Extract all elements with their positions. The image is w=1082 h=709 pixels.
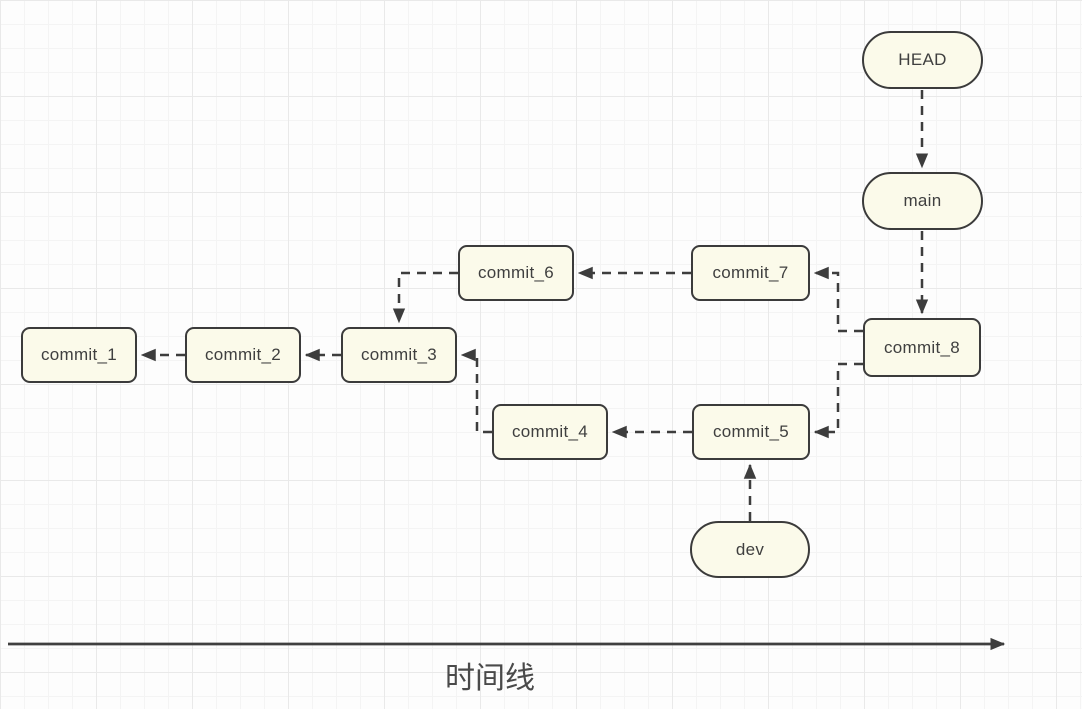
edge-commit8-to-commit5: [813, 362, 863, 439]
node-commit-5-label: commit_5: [712, 422, 790, 441]
node-head: HEAD: [862, 31, 983, 89]
node-commit-8-label: commit_8: [883, 337, 961, 357]
edge-commit8-to-commit7: [813, 266, 863, 333]
node-commit-4-label: commit_4: [511, 422, 589, 441]
node-commit-5: commit_5: [692, 404, 810, 460]
node-commit-7: commit_7: [691, 245, 810, 301]
edge-commit6-to-commit3: [392, 271, 458, 324]
node-main-label: main: [903, 191, 942, 210]
node-commit-1-label: commit_1: [40, 345, 118, 364]
timeline-label: 时间线: [445, 662, 535, 695]
node-commit-3-label: commit_3: [360, 345, 438, 364]
edge-commit4-to-commit3: [460, 348, 492, 434]
node-commit-3: commit_3: [341, 327, 457, 383]
node-head-label: HEAD: [898, 50, 947, 69]
node-dev: dev: [690, 521, 810, 578]
node-commit-2: commit_2: [185, 327, 301, 383]
node-dev-label: dev: [735, 539, 765, 559]
node-commit-2-label: commit_2: [204, 345, 282, 364]
node-commit-6-label: commit_6: [477, 263, 555, 282]
node-commit-8: commit_8: [863, 318, 981, 377]
node-commit-4: commit_4: [492, 404, 608, 460]
node-commit-6: commit_6: [458, 245, 574, 301]
node-commit-1: commit_1: [21, 327, 137, 383]
node-main: main: [862, 172, 983, 230]
node-commit-7-label: commit_7: [712, 263, 789, 282]
